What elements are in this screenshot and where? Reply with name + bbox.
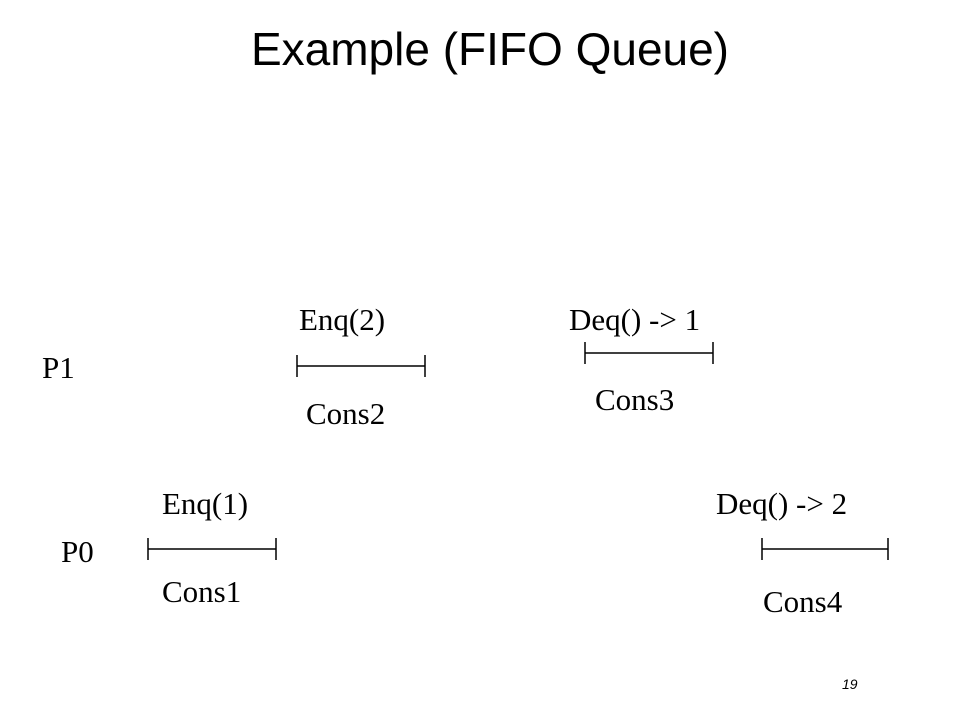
interval-deq1 <box>584 342 714 364</box>
slide-number: 19 <box>842 676 858 692</box>
op-label-enq2: Enq(2) <box>299 302 386 337</box>
interval-enq2 <box>296 355 426 377</box>
process-label-p1: P1 <box>42 350 75 385</box>
slide-title: Example (FIFO Queue) <box>250 23 730 75</box>
interval-enq1 <box>147 538 277 560</box>
op-label-deq2: Deq() -> 2 <box>716 486 848 521</box>
interval-deq2 <box>761 538 889 560</box>
constraint-label-cons2: Cons2 <box>306 396 386 431</box>
constraint-label-cons3: Cons3 <box>595 382 675 417</box>
constraint-label-cons1: Cons1 <box>162 574 242 609</box>
process-label-p0: P0 <box>61 534 94 569</box>
op-label-deq1: Deq() -> 1 <box>569 302 701 337</box>
constraint-label-cons4: Cons4 <box>763 584 843 619</box>
op-label-enq1: Enq(1) <box>162 486 249 521</box>
